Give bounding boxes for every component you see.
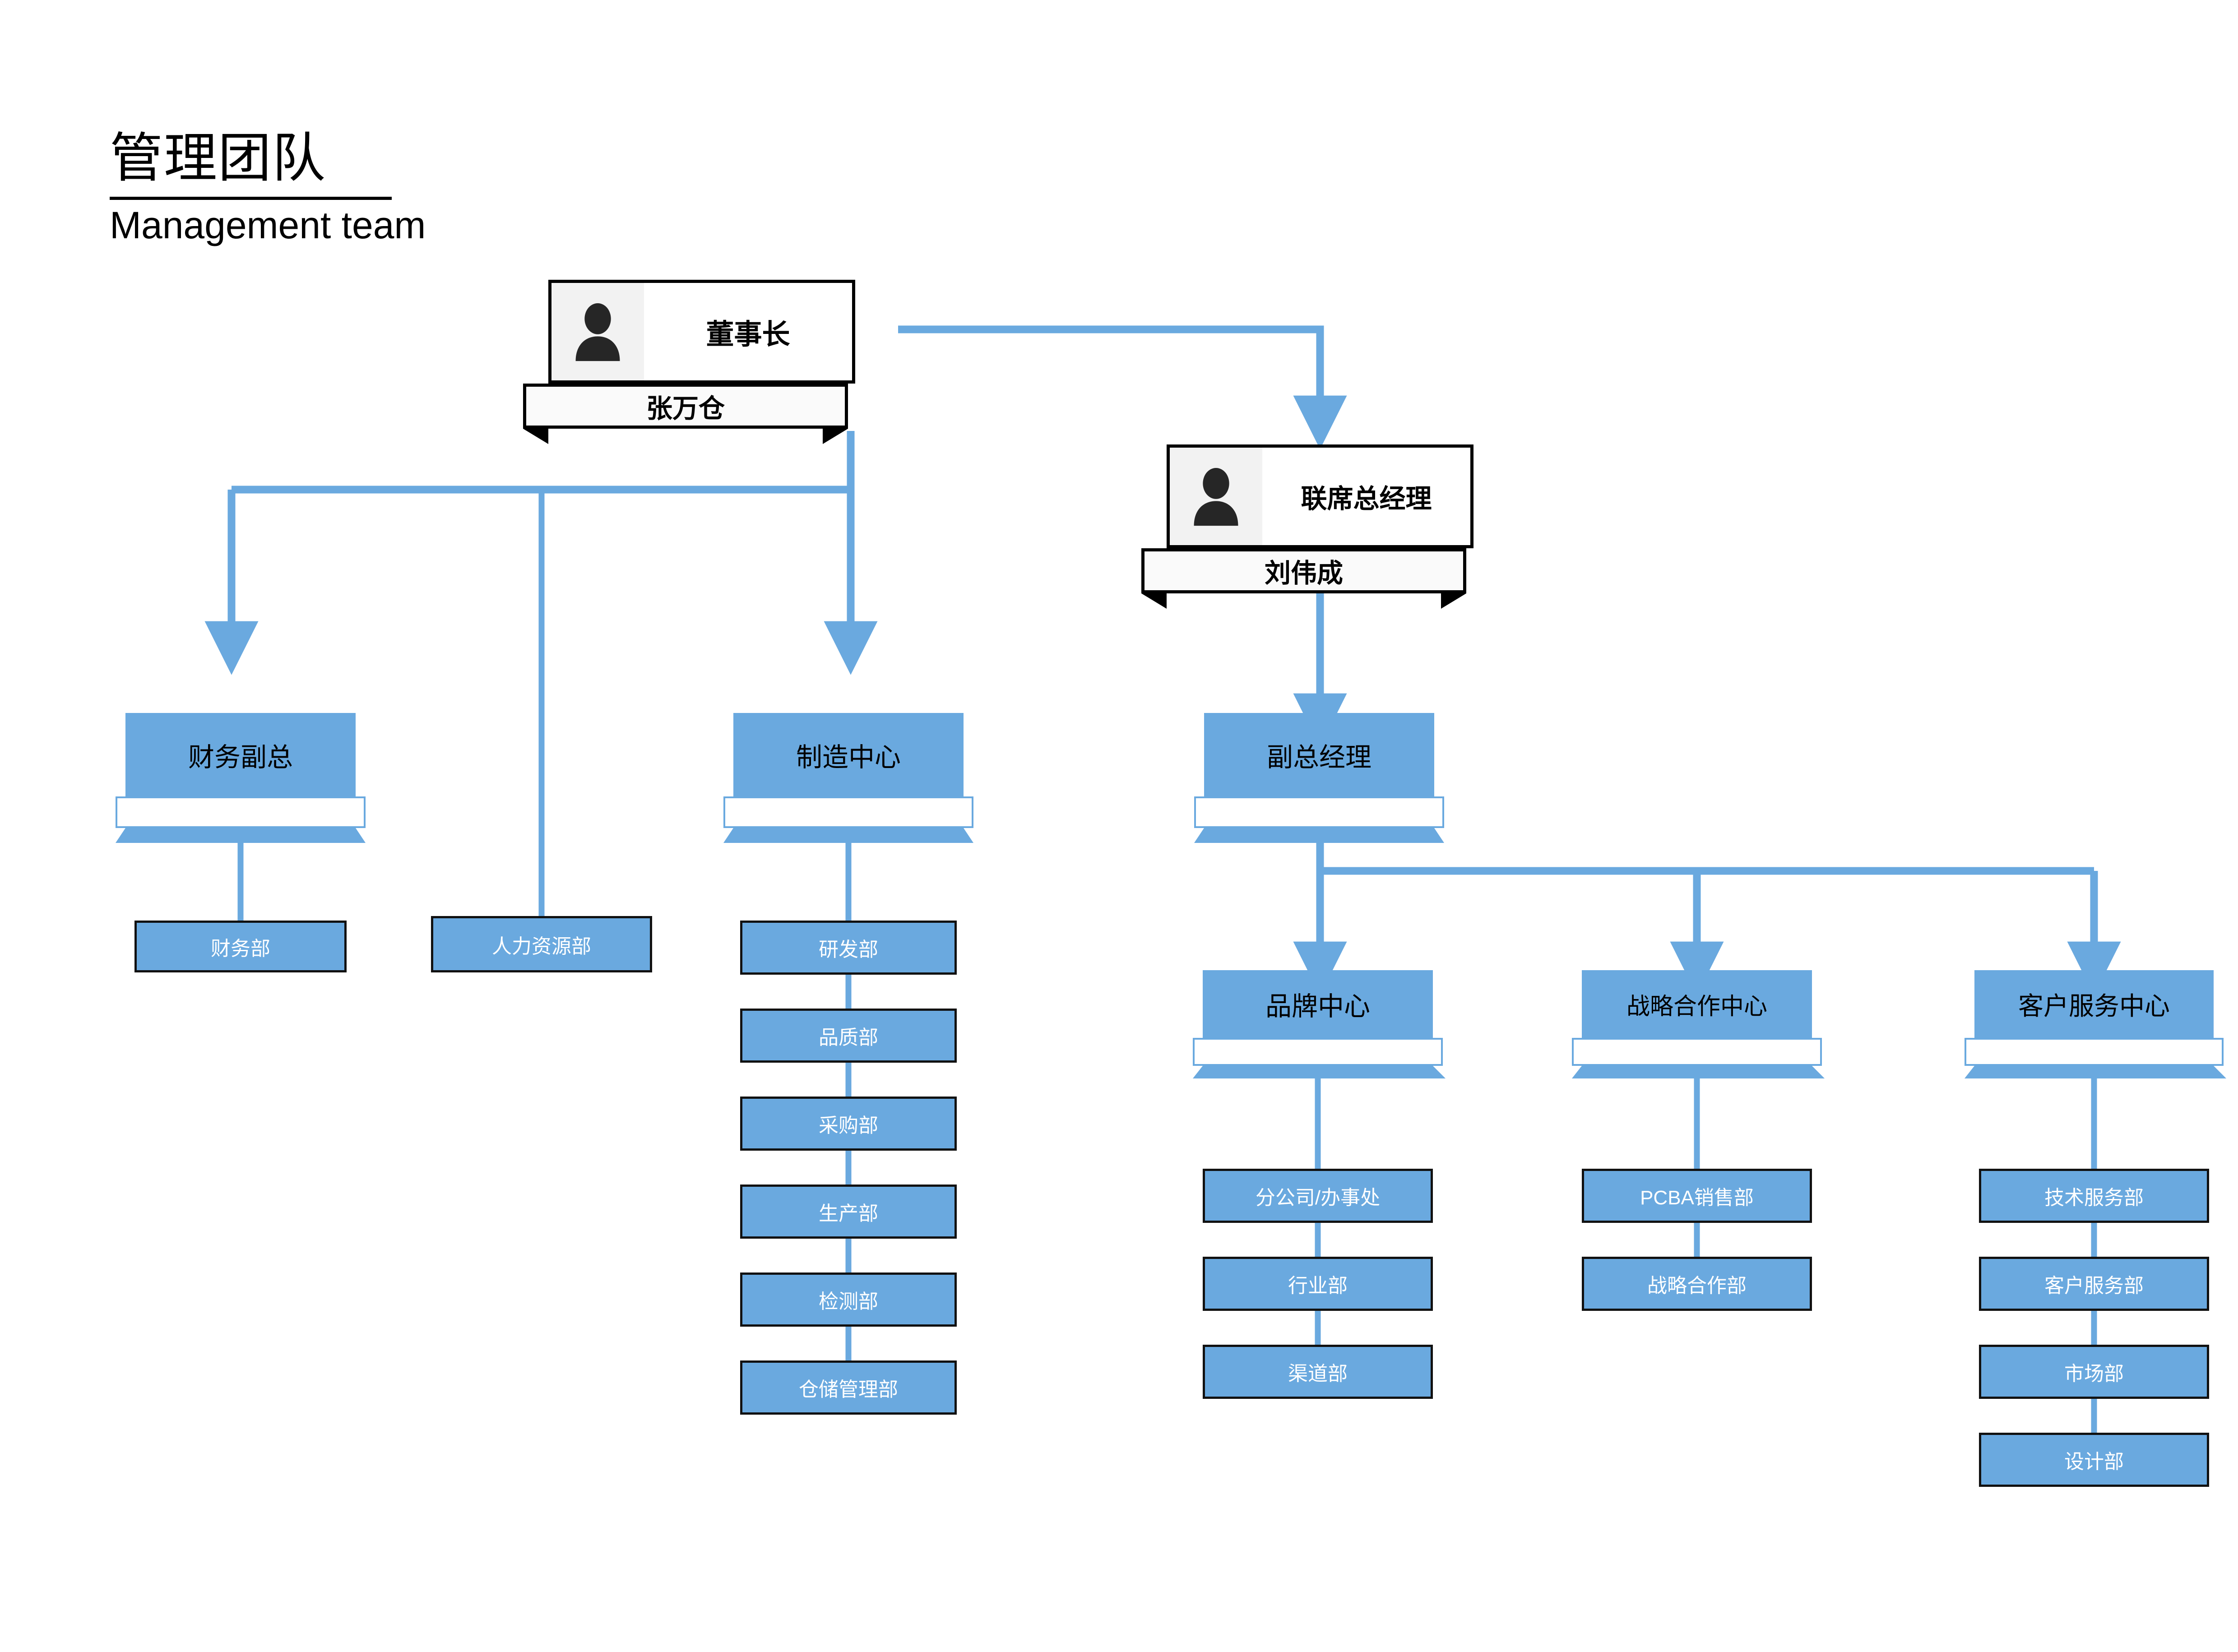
page-title: 管理团队 Management team (110, 131, 426, 246)
ribbon-notch-right (1812, 1066, 1825, 1078)
ribbon-notch-right (356, 828, 366, 843)
node-channel-dept[interactable]: 渠道部 (1203, 1345, 1433, 1399)
node-manufacturing-center[interactable]: 制造中心 (723, 713, 973, 843)
node-technical-service-dept[interactable]: 技术服务部 (1979, 1169, 2209, 1223)
ribbon-shadow (1203, 1066, 1433, 1078)
ribbon-notch-right (1433, 1066, 1446, 1078)
title-divider (110, 197, 392, 200)
person-avatar-icon (551, 283, 644, 380)
ribbon-notch-right (1434, 828, 1444, 843)
ribbon-band (1965, 1038, 2224, 1066)
node-purchasing-dept[interactable]: 采购部 (740, 1097, 957, 1151)
node-warehouse-dept[interactable]: 仓储管理部 (740, 1360, 957, 1415)
node-hr-dept[interactable]: 人力资源部 (431, 916, 652, 972)
node-customer-service-dept[interactable]: 客户服务部 (1979, 1257, 2209, 1311)
node-chairman[interactable]: 董事长 张万仓 (523, 280, 855, 444)
title-english: Management team (110, 204, 426, 246)
brand-center-label: 品牌中心 (1203, 970, 1433, 1038)
ribbon-shadow (733, 828, 964, 843)
ribbon-notch-left (723, 828, 733, 843)
cfo-label: 财务副总 (125, 713, 356, 796)
node-pcba-sales-dept[interactable]: PCBA销售部 (1582, 1169, 1812, 1223)
ribbon-notch-right (2214, 1066, 2226, 1078)
title-chinese: 管理团队 (110, 129, 327, 188)
ribbon-notch-left (1572, 1066, 1582, 1078)
strategic-center-label: 战略合作中心 (1582, 970, 1812, 1038)
ribbon-notch-left (1141, 593, 1167, 609)
node-rd-dept[interactable]: 研发部 (740, 921, 957, 975)
node-quality-dept[interactable]: 品质部 (740, 1009, 957, 1063)
node-production-dept[interactable]: 生产部 (740, 1185, 957, 1239)
ribbon-notch-right (823, 429, 848, 444)
vgm-label: 副总经理 (1204, 713, 1434, 796)
node-co-general-manager[interactable]: 联席总经理 刘伟成 (1141, 444, 1473, 609)
ribbon-shadow (1582, 1066, 1812, 1078)
ribbon-shadow (125, 828, 356, 843)
ribbon-band (116, 796, 366, 828)
co-gm-name: 刘伟成 (1141, 548, 1466, 593)
ribbon-shadow (1204, 828, 1434, 843)
chairman-name: 张万仓 (523, 384, 848, 429)
ribbon-notch-right (1441, 593, 1466, 609)
person-avatar-icon (1170, 448, 1262, 545)
node-customer-service-center[interactable]: 客户服务中心 (1965, 970, 2226, 1078)
ribbon-notch-left (1193, 1066, 1203, 1078)
ribbon-notch-left (523, 429, 548, 444)
ribbon-band (1194, 796, 1444, 828)
ribbon-notch-right (964, 828, 973, 843)
mfg-center-label: 制造中心 (733, 713, 964, 796)
node-marketing-dept[interactable]: 市场部 (1979, 1345, 2209, 1399)
node-cfo[interactable]: 财务副总 (116, 713, 366, 843)
node-testing-dept[interactable]: 检测部 (740, 1273, 957, 1327)
node-finance-dept[interactable]: 财务部 (134, 921, 347, 972)
ribbon-band (723, 796, 973, 828)
cs-center-label: 客户服务中心 (1974, 970, 2214, 1038)
ribbon-band (1193, 1038, 1443, 1066)
ribbon-notch-left (1194, 828, 1204, 843)
ribbon-band (1572, 1038, 1822, 1066)
co-gm-title: 联席总经理 (1301, 484, 1432, 514)
node-strategic-cooperation-center[interactable]: 战略合作中心 (1572, 970, 1825, 1078)
ribbon-shadow (1974, 1066, 2214, 1078)
node-branch-office-dept[interactable]: 分公司/办事处 (1203, 1169, 1433, 1223)
node-industry-dept[interactable]: 行业部 (1203, 1257, 1433, 1311)
node-design-dept[interactable]: 设计部 (1979, 1433, 2209, 1487)
chairman-title: 董事长 (706, 319, 790, 350)
ribbon-notch-left (1965, 1066, 1974, 1078)
node-brand-center[interactable]: 品牌中心 (1193, 970, 1446, 1078)
node-strategic-coop-dept[interactable]: 战略合作部 (1582, 1257, 1812, 1311)
ribbon-notch-left (116, 828, 125, 843)
node-vice-general-manager[interactable]: 副总经理 (1194, 713, 1444, 843)
